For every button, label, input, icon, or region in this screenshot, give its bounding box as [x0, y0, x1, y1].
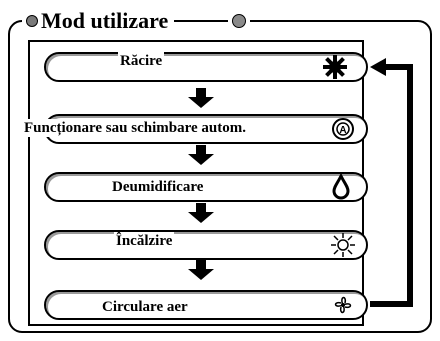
sun-icon	[328, 230, 358, 260]
mode-row-circulare	[44, 290, 368, 320]
down-arrow-1-head	[188, 97, 214, 108]
water-drop-icon	[326, 172, 356, 202]
title-bar: Mod utilizare	[22, 8, 175, 34]
down-arrow-2-head	[188, 154, 214, 165]
mode-row-deumidificare	[44, 172, 368, 202]
mode-label-incalzire: Încălzire	[114, 232, 175, 250]
return-arrow-head	[370, 58, 386, 76]
snowflake-icon	[320, 52, 350, 82]
down-arrow-3-head	[188, 212, 214, 223]
mode-label-auto: Funcționare sau schimbare autom.	[22, 119, 248, 137]
mode-label-deumidificare: Deumidificare	[110, 178, 206, 196]
return-loop	[370, 64, 413, 307]
down-arrow-2	[196, 145, 206, 155]
frame-knob	[228, 14, 250, 28]
frame-knob-icon	[232, 14, 246, 28]
down-arrow-1	[196, 88, 206, 98]
mode-row-racire	[44, 52, 368, 82]
down-arrow-3	[196, 203, 206, 213]
mode-label-racire: Răcire	[118, 52, 165, 70]
fan-icon	[328, 290, 358, 320]
diagram-title: Mod utilizare	[41, 8, 169, 33]
down-arrow-4	[196, 260, 206, 270]
down-arrow-4-head	[188, 269, 214, 280]
auto-mode-icon: A	[328, 114, 358, 144]
diagram-frame	[8, 20, 432, 333]
svg-text:A: A	[339, 125, 346, 136]
mode-label-circulare: Circulare aer	[100, 298, 190, 316]
mode-row-incalzire	[44, 230, 368, 260]
title-knob-icon	[26, 15, 38, 27]
